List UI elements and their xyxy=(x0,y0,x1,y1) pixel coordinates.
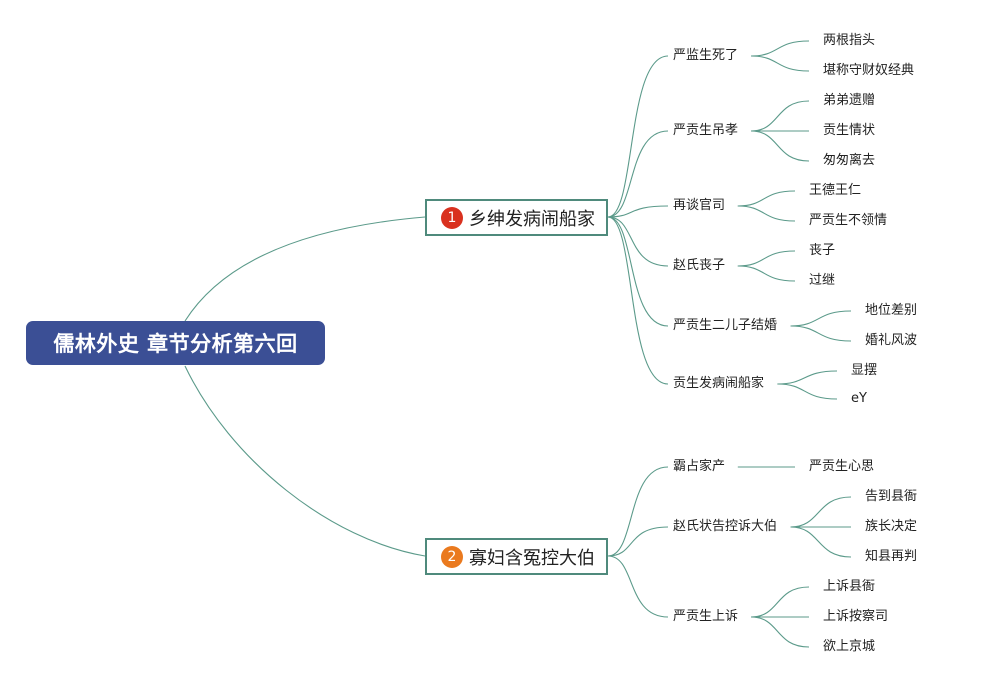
branch-1-sub-1-connector xyxy=(607,55,669,218)
leaf-1-5-2-connector xyxy=(790,325,852,342)
leaf-2-2-3-connector xyxy=(790,526,852,558)
leaf-1-3-1[interactable]: 王德王仁 xyxy=(809,183,862,198)
root-connector-2 xyxy=(184,365,426,557)
leaf-1-3-2-connector xyxy=(737,205,796,222)
branch-title-1: 乡绅发病闹船家 xyxy=(469,208,595,230)
leaf-1-1-1[interactable]: 两根指头 xyxy=(823,33,876,48)
leaf-2-2-1[interactable]: 告到县衙 xyxy=(865,489,918,504)
leaf-1-5-1-connector xyxy=(790,310,852,327)
root-topic[interactable]: 儒林外史 章节分析第六回 xyxy=(26,321,325,365)
leaf-2-3-3-connector xyxy=(750,616,810,648)
leaf-1-6-1-connector xyxy=(777,370,838,385)
leaf-1-4-2[interactable]: 过继 xyxy=(809,273,836,288)
subtopic-2-3[interactable]: 严贡生上诉 xyxy=(673,609,739,624)
leaf-1-2-2[interactable]: 贡生情状 xyxy=(823,123,876,138)
leaf-1-6-2-connector xyxy=(777,383,838,400)
leaf-1-1-2-connector xyxy=(750,55,810,72)
leaf-1-4-2-connector xyxy=(737,265,796,282)
subtopic-1-4[interactable]: 赵氏丧子 xyxy=(673,258,726,273)
subtopic-1-6[interactable]: 贡生发病闹船家 xyxy=(673,376,765,391)
branch-1-sub-3-connector xyxy=(607,205,669,218)
leaf-2-1-1[interactable]: 严贡生心思 xyxy=(809,459,875,474)
subtopic-2-1[interactable]: 霸占家产 xyxy=(673,459,726,474)
subtopic-1-5[interactable]: 严贡生二儿子结婚 xyxy=(673,318,778,333)
leaf-1-2-1-connector xyxy=(750,100,810,132)
leaf-1-2-3[interactable]: 匆匆离去 xyxy=(823,153,876,168)
leaf-1-3-2[interactable]: 严贡生不领情 xyxy=(809,213,888,228)
branch-topic-1[interactable]: 1 乡绅发病闹船家 xyxy=(425,199,608,236)
branch-1-sub-6-connector xyxy=(607,216,669,385)
leaf-2-2-1-connector xyxy=(790,496,852,528)
leaf-2-3-1-connector xyxy=(750,586,810,618)
leaf-1-5-2[interactable]: 婚礼风波 xyxy=(865,333,918,348)
leaf-1-4-1-connector xyxy=(737,250,796,267)
leaf-1-5-1[interactable]: 地位差别 xyxy=(865,303,918,318)
leaf-1-1-1-connector xyxy=(750,40,810,57)
leaf-2-3-2[interactable]: 上诉按察司 xyxy=(823,609,889,624)
leaf-2-3-3[interactable]: 欲上京城 xyxy=(823,639,876,654)
branch-1-sub-2-connector xyxy=(607,130,669,218)
number-badge-2: 2 xyxy=(441,545,463,568)
leaf-1-2-1[interactable]: 弟弟遗赠 xyxy=(823,93,876,108)
leaf-2-2-2[interactable]: 族长决定 xyxy=(865,519,918,534)
leaf-2-2-3[interactable]: 知县再判 xyxy=(865,549,918,564)
branch-2-sub-2-connector xyxy=(607,526,669,557)
subtopic-1-1[interactable]: 严监生死了 xyxy=(673,48,739,63)
branch-2-sub-3-connector xyxy=(607,555,669,618)
branch-1-sub-4-connector xyxy=(607,216,669,267)
number-badge-1: 1 xyxy=(441,206,463,229)
branch-title-2: 寡妇含冤控大伯 xyxy=(469,547,595,569)
branch-1-sub-5-connector xyxy=(607,216,669,327)
leaf-1-6-2[interactable]: eY xyxy=(851,391,867,406)
leaf-1-2-3-connector xyxy=(750,130,810,162)
root-title: 儒林外史 章节分析第六回 xyxy=(53,332,298,356)
branch-2-sub-1-connector xyxy=(607,466,669,557)
subtopic-1-3[interactable]: 再谈官司 xyxy=(673,198,726,213)
root-connector-1 xyxy=(184,216,426,322)
branch-topic-2[interactable]: 2 寡妇含冤控大伯 xyxy=(425,538,608,575)
subtopic-1-2[interactable]: 严贡生吊孝 xyxy=(673,123,739,138)
subtopic-2-2[interactable]: 赵氏状告控诉大伯 xyxy=(673,519,778,534)
leaf-2-3-1[interactable]: 上诉县衙 xyxy=(823,579,876,594)
leaf-1-1-2[interactable]: 堪称守财奴经典 xyxy=(823,63,915,78)
leaf-1-3-1-connector xyxy=(737,190,796,207)
leaf-1-4-1[interactable]: 丧子 xyxy=(809,243,836,258)
leaf-1-6-1[interactable]: 显摆 xyxy=(851,363,878,378)
